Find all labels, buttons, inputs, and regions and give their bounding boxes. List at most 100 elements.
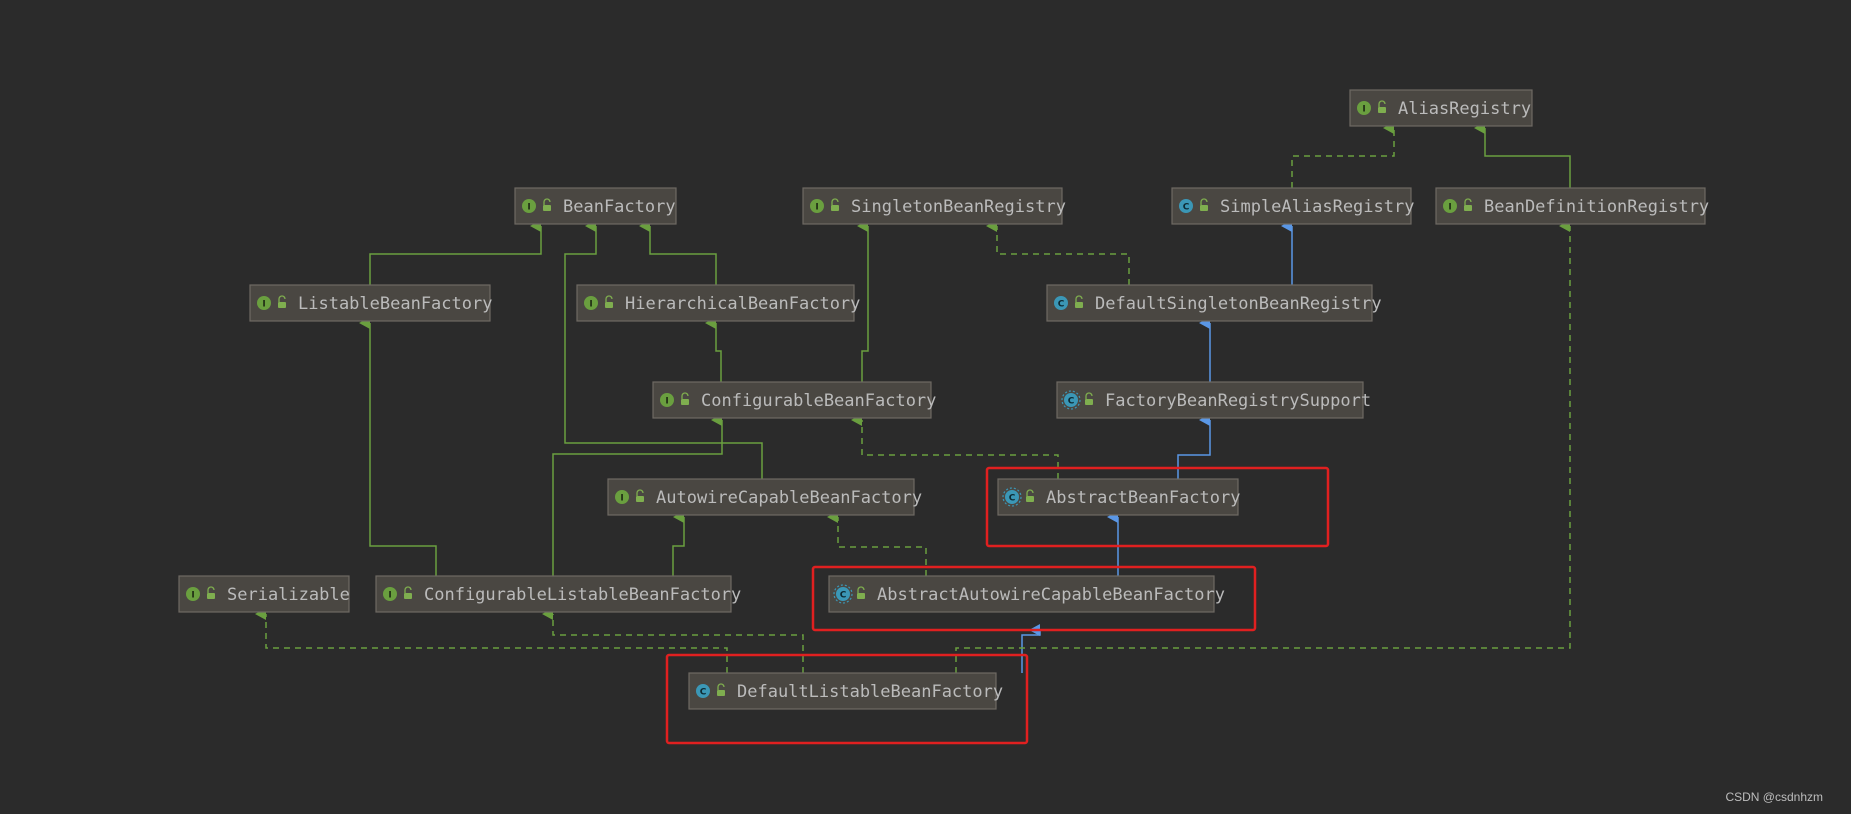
- highlight-box-abstract-autowire-capable-bean-factory: [811, 565, 1257, 632]
- node-box: [997, 478, 1239, 516]
- node-label: FactoryBeanRegistrySupport: [1105, 391, 1371, 411]
- edge-hierarchical-bean-factory-to-bean-factory: [639, 220, 717, 285]
- edge-abstract-bean-factory-to-factory-bean-registry-support: [1177, 414, 1211, 479]
- public-lock-icon: [605, 295, 613, 308]
- class-icon: C: [1179, 199, 1193, 213]
- class-icon: C: [1054, 296, 1068, 310]
- edge-abstract-autowire-capable-bean-factory-to-autowire-capable-bean-factory: [827, 511, 927, 576]
- interface-icon: I: [615, 490, 629, 504]
- svg-text:I: I: [388, 591, 391, 601]
- node-factory-bean-registry-support[interactable]: C FactoryBeanRegistrySupport: [1056, 381, 1371, 419]
- node-label: AutowireCapableBeanFactory: [656, 488, 922, 508]
- node-box: [1046, 284, 1373, 322]
- svg-text:I: I: [1448, 203, 1451, 213]
- node-label: AliasRegistry: [1398, 99, 1531, 119]
- node-box: [652, 381, 932, 419]
- node-box: [802, 187, 1063, 225]
- svg-text:I: I: [815, 203, 818, 213]
- node-configurable-bean-factory[interactable]: I ConfigurableBeanFactory: [652, 381, 936, 419]
- interface-icon: I: [1357, 101, 1371, 115]
- node-label: ListableBeanFactory: [298, 294, 492, 314]
- edge-default-listable-bean-factory-to-serializable: [255, 608, 728, 673]
- node-bean-factory[interactable]: I BeanFactory: [514, 187, 677, 225]
- node-alias-registry[interactable]: I AliasRegistry: [1349, 89, 1533, 127]
- svg-text:I: I: [1362, 105, 1365, 115]
- public-lock-icon: [717, 683, 725, 696]
- watermark: CSDN @csdnhzm: [1725, 790, 1823, 804]
- node-hierarchical-bean-factory[interactable]: I HierarchicalBeanFactory: [576, 284, 860, 322]
- abstract-class-icon: C: [833, 584, 853, 604]
- node-box: [249, 284, 491, 322]
- edge-default-listable-bean-factory-to-configurable-listable-bean-factory: [542, 608, 804, 673]
- svg-text:C: C: [840, 591, 847, 601]
- node-box: [1171, 187, 1412, 225]
- node-abstract-autowire-capable-bean-factory[interactable]: C AbstractAutowireCapableBeanFactory: [828, 575, 1225, 613]
- node-default-listable-bean-factory[interactable]: C DefaultListableBeanFactory: [688, 672, 1003, 710]
- node-configurable-listable-bean-factory[interactable]: I ConfigurableListableBeanFactory: [375, 575, 741, 613]
- node-box: [514, 187, 677, 225]
- public-lock-icon: [1026, 489, 1034, 502]
- node-label: ConfigurableBeanFactory: [701, 391, 936, 411]
- node-default-singleton-bean-registry[interactable]: C DefaultSingletonBeanRegistry: [1046, 284, 1382, 322]
- node-bean-definition-registry[interactable]: I BeanDefinitionRegistry: [1435, 187, 1709, 225]
- edge-default-listable-bean-factory-to-bean-definition-registry: [955, 220, 1571, 673]
- edge-configurable-listable-bean-factory-to-configurable-bean-factory: [552, 414, 723, 576]
- interface-icon: I: [186, 587, 200, 601]
- svg-text:I: I: [665, 397, 668, 407]
- public-lock-icon: [1200, 198, 1208, 211]
- interface-icon: I: [810, 199, 824, 213]
- class-icon: C: [696, 684, 710, 698]
- node-label: DefaultListableBeanFactory: [737, 682, 1003, 702]
- edge-abstract-bean-factory-to-configurable-bean-factory: [851, 414, 1059, 479]
- edge-default-singleton-bean-registry-to-singleton-bean-registry: [986, 220, 1130, 285]
- public-lock-icon: [681, 392, 689, 405]
- public-lock-icon: [636, 489, 644, 502]
- edge-configurable-listable-bean-factory-to-autowire-capable-bean-factory: [672, 511, 685, 576]
- node-label: ConfigurableListableBeanFactory: [424, 585, 741, 605]
- svg-text:C: C: [1058, 300, 1065, 310]
- public-lock-icon: [1464, 198, 1472, 211]
- edge-configurable-listable-bean-factory-to-listable-bean-factory: [359, 317, 437, 576]
- node-box: [607, 478, 915, 516]
- interface-icon: I: [257, 296, 271, 310]
- edge-bean-definition-registry-to-alias-registry: [1474, 122, 1571, 188]
- public-lock-icon: [278, 295, 286, 308]
- public-lock-icon: [1378, 100, 1386, 113]
- node-box: [576, 284, 855, 322]
- node-label: SimpleAliasRegistry: [1220, 197, 1414, 217]
- node-simple-alias-registry[interactable]: C SimpleAliasRegistry: [1171, 187, 1414, 225]
- node-box: [375, 575, 732, 613]
- node-autowire-capable-bean-factory[interactable]: I AutowireCapableBeanFactory: [607, 478, 922, 516]
- public-lock-icon: [207, 586, 215, 599]
- node-label: AbstractAutowireCapableBeanFactory: [877, 585, 1225, 605]
- interface-icon: I: [1443, 199, 1457, 213]
- interface-icon: I: [584, 296, 598, 310]
- edge-autowire-capable-bean-factory-to-bean-factory: [564, 220, 763, 479]
- public-lock-icon: [831, 198, 839, 211]
- node-box: [1435, 187, 1706, 225]
- node-label: AbstractBeanFactory: [1046, 488, 1240, 508]
- node-box: [688, 672, 997, 710]
- abstract-class-icon: C: [1061, 390, 1081, 410]
- edge-simple-alias-registry-to-alias-registry: [1291, 122, 1395, 188]
- node-label: HierarchicalBeanFactory: [625, 294, 860, 314]
- edge-listable-bean-factory-to-bean-factory: [369, 220, 542, 285]
- interface-icon: I: [522, 199, 536, 213]
- node-serializable[interactable]: I Serializable: [178, 575, 350, 613]
- svg-text:I: I: [589, 300, 592, 310]
- node-label: DefaultSingletonBeanRegistry: [1095, 294, 1382, 314]
- node-label: BeanDefinitionRegistry: [1484, 197, 1709, 217]
- node-singleton-bean-registry[interactable]: I SingletonBeanRegistry: [802, 187, 1066, 225]
- node-label: SingletonBeanRegistry: [851, 197, 1066, 217]
- public-lock-icon: [1075, 295, 1083, 308]
- node-label: BeanFactory: [563, 197, 676, 217]
- node-listable-bean-factory[interactable]: I ListableBeanFactory: [249, 284, 492, 322]
- svg-text:I: I: [527, 203, 530, 213]
- node-label: Serializable: [227, 585, 350, 605]
- highlight-box-default-listable-bean-factory: [665, 653, 1029, 745]
- public-lock-icon: [404, 586, 412, 599]
- public-lock-icon: [543, 198, 551, 211]
